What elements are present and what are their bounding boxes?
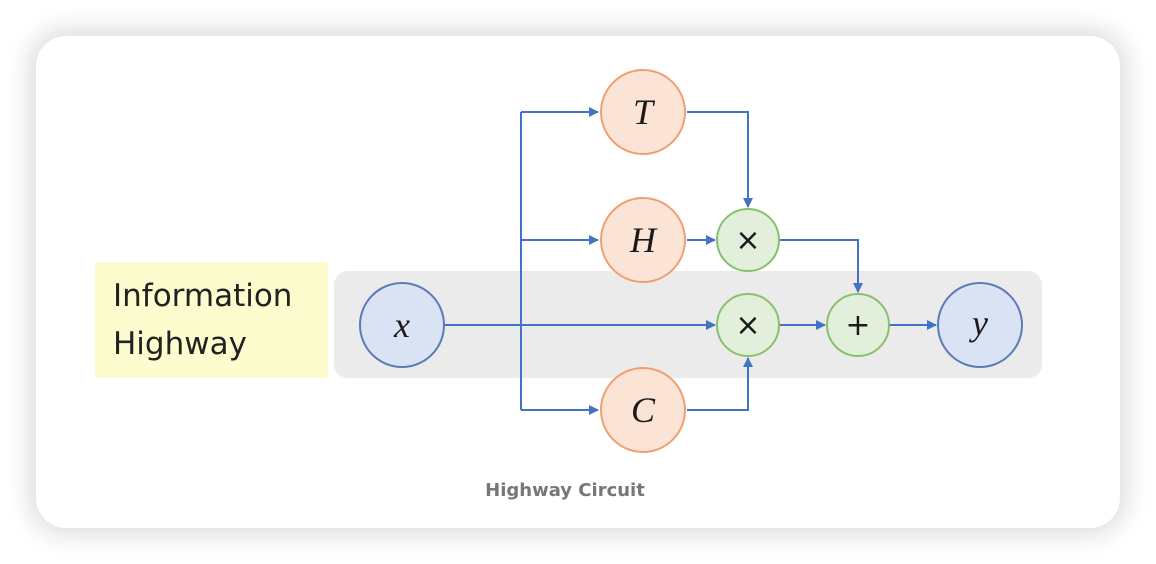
- label-line-2: Highway: [113, 326, 247, 362]
- node-h: H: [600, 197, 686, 283]
- node-h-label: H: [629, 220, 658, 260]
- node-multiply-2: ×: [716, 293, 780, 357]
- edge-c-to-mul2: [687, 357, 753, 411]
- node-x-label: x: [393, 305, 410, 345]
- edge-t-to-mul1: [687, 111, 753, 208]
- node-x: x: [359, 282, 445, 368]
- information-highway-label: Information Highway: [95, 262, 328, 378]
- node-y: y: [937, 282, 1023, 368]
- node-c: C: [600, 367, 686, 453]
- figure-caption: Highway Circuit: [485, 480, 645, 501]
- node-add: +: [826, 293, 890, 357]
- node-t-label: T: [633, 92, 656, 132]
- label-line-1: Information: [113, 278, 293, 314]
- edge-mul1-to-add: [780, 239, 863, 293]
- node-multiply-1: ×: [716, 208, 780, 272]
- multiply-2-symbol: ×: [735, 308, 760, 343]
- node-y-label: y: [969, 303, 988, 343]
- multiply-1-symbol: ×: [735, 223, 760, 258]
- node-t: T: [600, 69, 686, 155]
- add-symbol: +: [845, 308, 870, 343]
- node-c-label: C: [631, 390, 656, 430]
